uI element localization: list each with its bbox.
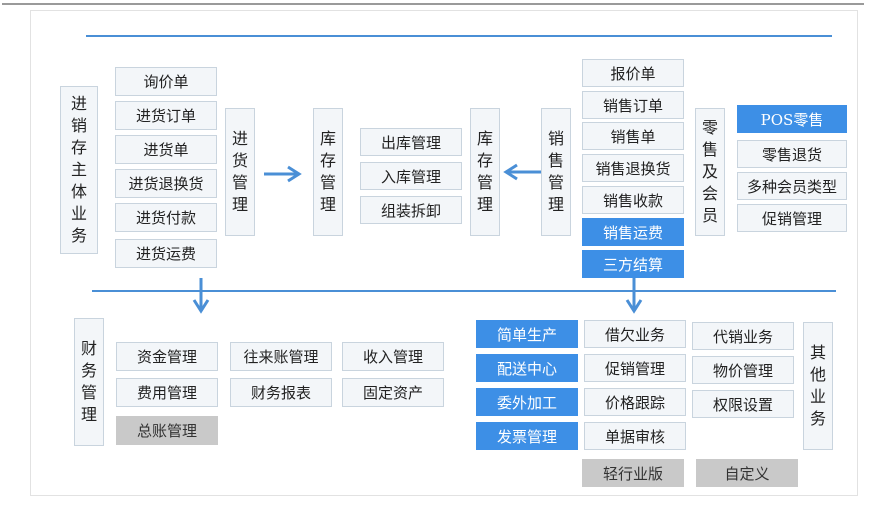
arrow-left (503, 163, 541, 181)
main-title: 进销存主体业务 (60, 86, 98, 254)
finance-item-income: 收入管理 (342, 342, 444, 371)
other-item-distribution: 配送中心 (476, 354, 578, 382)
purchase-item-return: 进货退换货 (115, 169, 217, 198)
other-item-audit: 单据审核 (584, 422, 686, 450)
retail-item-member: 多种会员类型 (737, 172, 847, 200)
top-divider (2, 3, 864, 5)
retail-item-promo: 促销管理 (737, 204, 847, 232)
retail-mgmt: 零售及会员 (695, 108, 725, 236)
other-item-production: 简单生产 (476, 320, 578, 348)
sales-item-settlement: 三方结算 (582, 250, 684, 278)
sales-mgmt: 销售管理 (541, 108, 571, 236)
purchase-item-payment: 进货付款 (115, 203, 217, 232)
finance-item-expense: 费用管理 (116, 378, 218, 407)
purchase-item-inquiry: 询价单 (115, 67, 217, 96)
arrow-down-other (625, 278, 643, 314)
finance-item-assets: 固定资产 (342, 378, 444, 407)
sales-item-collection: 销售收款 (582, 186, 684, 214)
inventory-item-in: 入库管理 (360, 162, 462, 190)
other-item-pricing: 物价管理 (692, 356, 794, 384)
purchase-item-freight: 进货运费 (115, 239, 217, 268)
light-edition-badge: 轻行业版 (582, 459, 684, 487)
arrow-down-finance (192, 278, 210, 314)
purchase-item-order: 进货订单 (115, 101, 217, 130)
other-item-consignment: 代销业务 (692, 322, 794, 350)
sales-item-quote: 报价单 (582, 59, 684, 87)
sales-item-invoice: 销售单 (582, 122, 684, 150)
inventory-mgmt-right: 库存管理 (470, 108, 500, 236)
retail-item-return: 零售退货 (737, 140, 847, 168)
inventory-mgmt-left: 库存管理 (313, 108, 343, 236)
other-item-promo: 促销管理 (584, 354, 686, 382)
custom-badge: 自定义 (696, 459, 798, 487)
sales-item-order: 销售订单 (582, 91, 684, 119)
sales-item-freight: 销售运费 (582, 218, 684, 246)
middle-blue-rule (92, 290, 836, 292)
arrow-right (264, 165, 302, 183)
retail-item-pos: POS零售 (737, 105, 847, 133)
finance-item-funds: 资金管理 (116, 342, 218, 371)
other-item-invoice: 发票管理 (476, 422, 578, 450)
finance-item-accounts: 往来账管理 (230, 342, 332, 371)
finance-item-ledger: 总账管理 (116, 416, 218, 445)
inventory-item-out: 出库管理 (360, 128, 462, 156)
purchase-mgmt: 进货管理 (225, 108, 255, 236)
diagram-frame (30, 10, 858, 496)
other-item-price-track: 价格跟踪 (584, 388, 686, 416)
other-item-outsourcing: 委外加工 (476, 388, 578, 416)
top-blue-rule (86, 35, 832, 37)
other-item-permissions: 权限设置 (692, 390, 794, 418)
other-title: 其他业务 (803, 322, 833, 450)
inventory-item-assembly: 组装拆卸 (360, 196, 462, 224)
purchase-item-receipt: 进货单 (115, 135, 217, 164)
other-item-loans: 借欠业务 (584, 320, 686, 348)
finance-title: 财务管理 (74, 318, 104, 446)
sales-item-return: 销售退换货 (582, 154, 684, 182)
finance-item-reports: 财务报表 (230, 378, 332, 407)
